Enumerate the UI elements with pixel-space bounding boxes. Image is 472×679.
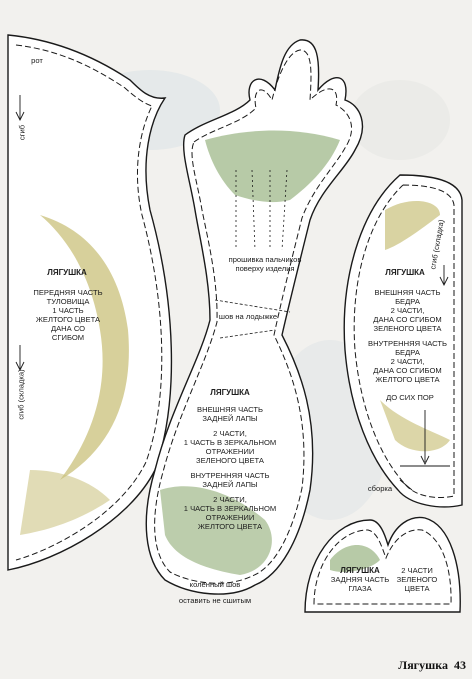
- leg-desc-line: 2 ЧАСТИ,: [213, 495, 247, 504]
- leg-desc-line: ЖЕЛТОГО ЦВЕТА: [197, 522, 263, 531]
- body-desc-line: ДАНА СО: [50, 324, 86, 333]
- leg-desc-line: ЗАДНЕЙ ЛАПЫ: [202, 480, 258, 489]
- body-desc-line: ПЕРЕДНЯЯ ЧАСТЬ: [33, 288, 103, 297]
- body-title: ЛЯГУШКА: [47, 268, 87, 277]
- leg-desc-line: ОТРАЖЕНИИ: [205, 513, 255, 522]
- eye-desc-line: ЗАДНЯЯ ЧАСТЬ: [330, 575, 390, 584]
- label-mouth: рот: [31, 56, 43, 65]
- leg-desc-line: 2 ЧАСТИ,: [213, 429, 247, 438]
- thigh-desc-line: ЗЕЛЕНОГО ЦВЕТА: [373, 324, 442, 333]
- body-desc-line: 1 ЧАСТЬ: [52, 306, 84, 315]
- page-footer: Лягушка 43: [392, 658, 466, 673]
- thigh-desc-line: ДАНА СО СГИБОМ: [373, 315, 442, 324]
- leg-desc-line: ВНУТРЕННЯЯ ЧАСТЬ: [190, 471, 270, 480]
- gather-label: сборка: [367, 484, 393, 493]
- knee-seam-label: коленный шов: [189, 580, 241, 589]
- eye-title: ЛЯГУШКА: [340, 566, 380, 575]
- ankle-seam-label: шов на лодыжке: [218, 312, 278, 321]
- eye-desc-line: ГЛАЗА: [348, 584, 372, 593]
- label-fold-bottom: сгиб (складка): [16, 369, 26, 420]
- thigh-description: ВНЕШНЯЯ ЧАСТЬ БЕДРА 2 ЧАСТИ, ДАНА СО СГИ…: [360, 288, 455, 384]
- leave-open-label: оставить не сшитым: [178, 596, 252, 605]
- leg-desc-line: 1 ЧАСТЬ В ЗЕРКАЛЬНОМ: [183, 504, 277, 513]
- piece-thigh: [343, 174, 463, 508]
- finger-note-line: поверху изделия: [235, 264, 295, 273]
- finger-note-line: прошивка пальчиков: [228, 255, 302, 264]
- leg-description: ВНЕШНЯЯ ЧАСТЬ ЗАДНЕЙ ЛАПЫ 2 ЧАСТИ, 1 ЧАС…: [170, 405, 290, 531]
- thigh-desc-line: 2 ЧАСТИ,: [390, 306, 425, 315]
- body-description: ПЕРЕДНЯЯ ЧАСТЬ ТУЛОВИЩА 1 ЧАСТЬ ЖЕЛТОГО …: [18, 288, 118, 342]
- thigh-desc-line: ВНЕШНЯЯ ЧАСТЬ: [374, 288, 441, 297]
- eye-label-left: ЛЯГУШКА ЗАДНЯЯ ЧАСТЬ ГЛАЗА: [330, 566, 390, 593]
- eye-desc-line: ЦВЕТА: [404, 584, 430, 593]
- piece-front-body: [7, 34, 173, 571]
- up-to-here-label: ДО СИХ ПОР: [386, 393, 434, 402]
- label-fold-top: сгиб: [17, 124, 27, 141]
- page-number: 43: [454, 658, 466, 672]
- eye-desc-line: 2 ЧАСТИ: [401, 566, 433, 575]
- thigh-desc-line: БЕДРА: [395, 348, 420, 357]
- leg-desc-line: ОТРАЖЕНИИ: [205, 447, 255, 456]
- leg-desc-line: ВНЕШНЯЯ ЧАСТЬ: [197, 405, 263, 414]
- leg-desc-line: ЗЕЛЕНОГО ЦВЕТА: [196, 456, 264, 465]
- eye-desc-line: ЗЕЛЕНОГО: [396, 575, 438, 584]
- thigh-desc-line: БЕДРА: [395, 297, 420, 306]
- piece-hind-leg: [145, 39, 364, 595]
- thigh-desc-line: ЖЕЛТОГО ЦВЕТА: [375, 375, 440, 384]
- thigh-desc-line: 2 ЧАСТИ,: [390, 357, 425, 366]
- thigh-desc-line: ВНУТРЕННЯЯ ЧАСТЬ: [368, 339, 447, 348]
- piece-eye: [304, 516, 461, 613]
- leg-desc-line: 1 ЧАСТЬ В ЗЕРКАЛЬНОМ: [183, 438, 277, 447]
- eye-label-right: 2 ЧАСТИ ЗЕЛЕНОГО ЦВЕТА: [392, 566, 442, 593]
- body-desc-line: ТУЛОВИЩА: [46, 297, 90, 306]
- finger-stitch-note: прошивка пальчиков поверху изделия: [210, 255, 320, 273]
- body-desc-line: СГИБОМ: [51, 333, 85, 342]
- leg-title: ЛЯГУШКА: [210, 388, 250, 397]
- footer-title: Лягушка: [398, 658, 448, 672]
- thigh-desc-line: ДАНА СО СГИБОМ: [373, 366, 442, 375]
- thigh-title: ЛЯГУШКА: [385, 268, 425, 277]
- body-desc-line: ЖЕЛТОГО ЦВЕТА: [35, 315, 101, 324]
- leg-desc-line: ЗАДНЕЙ ЛАПЫ: [202, 414, 258, 423]
